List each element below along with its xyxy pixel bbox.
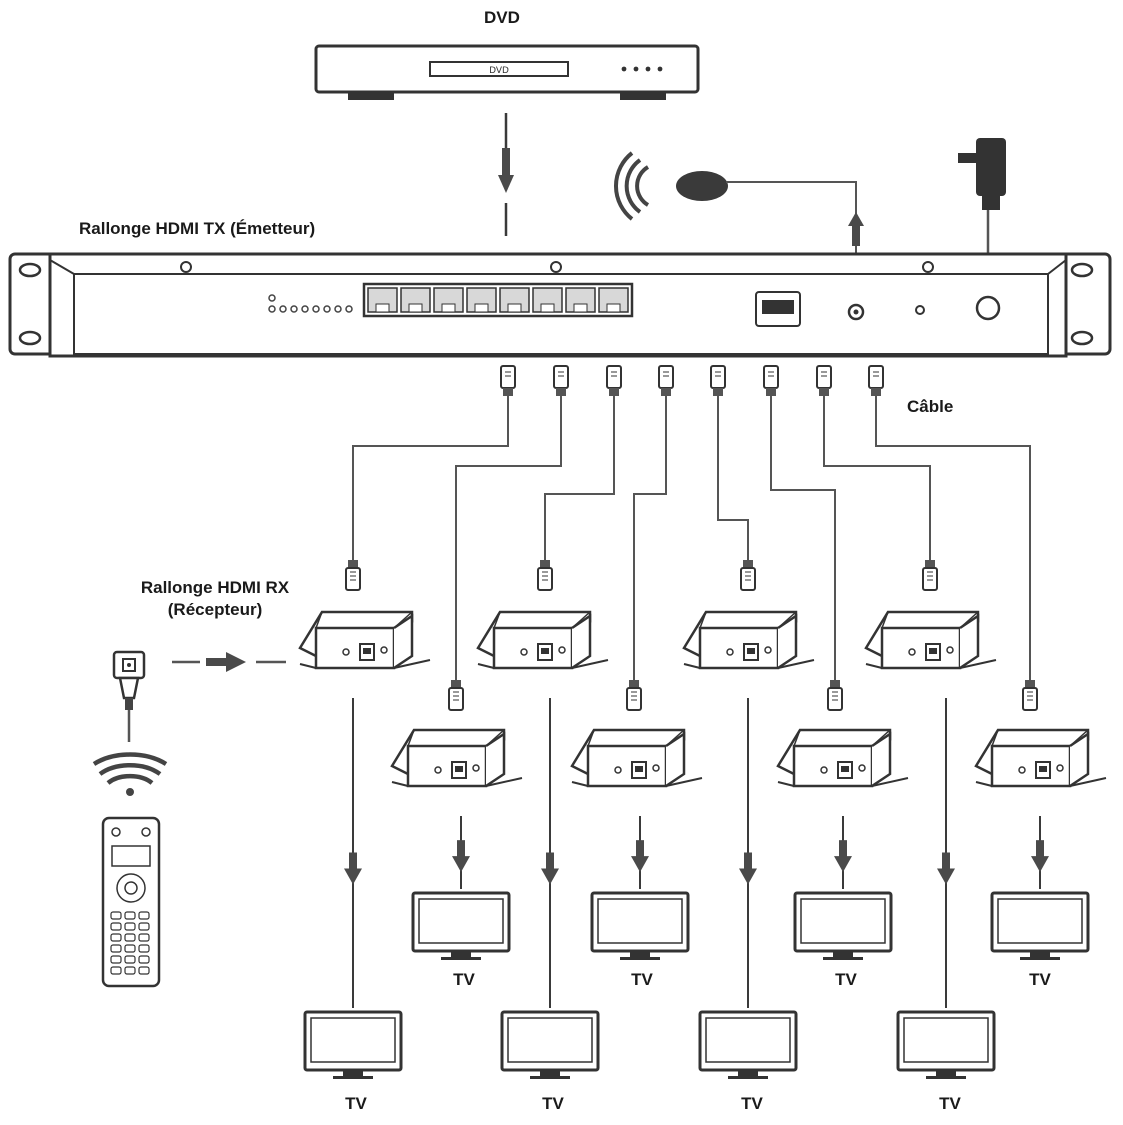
tv-monitor [793,891,893,960]
status-led [345,305,353,313]
tv-label-1: TV [453,970,475,989]
remote-key [110,955,122,964]
tv-label-5: TV [345,1094,367,1113]
remote-key [124,955,136,964]
status-led [312,305,320,313]
tv-monitor [303,1010,403,1079]
cable-label: Câble [907,397,954,416]
rx-receiver-unit [390,728,523,788]
tv-label-4: TV [1029,970,1051,989]
cable-link [868,365,1107,960]
tv-label-7: TV [741,1094,763,1113]
rx-receiver-unit [974,728,1107,788]
rx-receiver-unit [570,728,703,788]
status-led [323,305,331,313]
dvd-panel-text: DVD [489,66,509,76]
ir-emitter [614,151,864,300]
receiver-label-line2: (Récepteur) [167,600,263,619]
remote-key [124,911,136,920]
rx-receiver-unit [682,610,815,670]
remote-key [138,944,150,953]
remote-key [110,966,122,975]
cable-link [298,365,516,1079]
cable-link [763,365,909,960]
tv-monitor [990,891,1090,960]
rx-receiver-unit [776,728,909,788]
remote-key [138,933,150,942]
rj45-port [433,287,464,313]
cable-link [390,365,569,960]
rj45-port [565,287,596,313]
remote-key [124,944,136,953]
rj45-port [532,287,563,313]
rx-receiver-unit [298,610,431,670]
remote-control [92,752,168,988]
tx-transmitter-unit [8,252,1112,358]
cable-network [298,365,1107,1079]
status-led [334,305,342,313]
tv-monitor [500,1010,600,1079]
dvd-label: DVD [484,8,520,27]
rx-receiver-unit [476,610,609,670]
remote-key [138,955,150,964]
rj45-port [400,287,431,313]
remote-key [124,933,136,942]
tv-monitor [590,891,690,960]
ir-arrow [172,652,286,672]
tv-monitor [411,891,511,960]
remote-key [138,911,150,920]
remote-key [138,922,150,931]
remote-key [110,933,122,942]
transmitter-label: Rallonge HDMI TX (Émetteur) [79,219,316,238]
rx-receiver-unit [864,610,997,670]
rj45-port [598,287,629,313]
status-led [301,305,309,313]
tv-label-2: TV [631,970,653,989]
status-led [290,305,298,313]
status-led [279,305,287,313]
cable-link [476,365,622,1079]
status-led [268,305,276,313]
remote-key [110,911,122,920]
tv-label-6: TV [542,1094,564,1113]
remote-key [124,922,136,931]
rj45-port [367,287,398,313]
tv-monitor [896,1010,996,1079]
tv-label-3: TV [835,970,857,989]
tv-label-8: TV [939,1094,961,1113]
remote-key [138,966,150,975]
receiver-label-line1: Rallonge HDMI RX [140,578,290,597]
rj45-port [499,287,530,313]
dvd-player: DVD [314,44,700,100]
remote-key [110,922,122,931]
cable-link [682,365,815,1079]
remote-key [124,966,136,975]
tv-monitor [698,1010,798,1079]
remote-key [110,944,122,953]
rj45-port [466,287,497,313]
cable-link [570,365,703,960]
cable-link [816,365,997,1079]
ir-receiver [112,650,146,742]
